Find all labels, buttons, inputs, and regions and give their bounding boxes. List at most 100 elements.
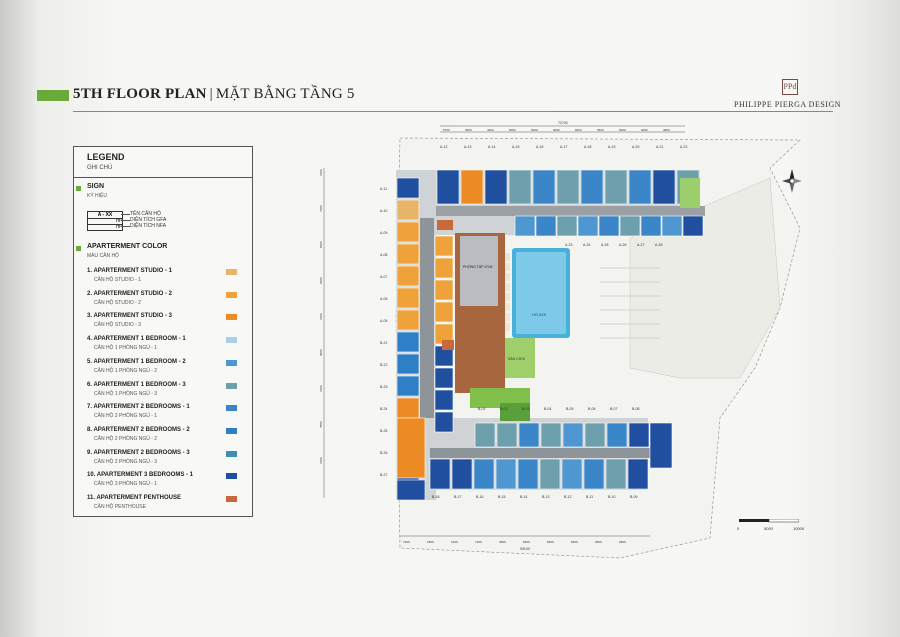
apartment-unit <box>434 367 454 389</box>
left-dimension: 6000 <box>319 349 323 356</box>
sign-section-title: SIGN <box>87 183 105 190</box>
legend-item-subtitle: CĂN HỘ STUDIO - 1 <box>94 277 141 283</box>
legend-item-subtitle: CĂN HỘ STUDIO - 2 <box>94 299 141 306</box>
apartment-unit <box>583 458 605 490</box>
left-dimension: 7800 <box>319 421 323 428</box>
unit-tag: B-04 <box>544 407 551 411</box>
sign-section-marker <box>76 186 81 191</box>
apartment-unit <box>396 287 420 309</box>
title-accent-bar <box>37 90 69 101</box>
legend-subtitle: GHI CHÚ <box>87 165 113 171</box>
legend-item-name: 6. APARTERMENT 1 BEDROOM - 3 <box>87 381 186 388</box>
apartment-unit <box>652 169 676 205</box>
unit-tag: B-24 <box>380 407 387 411</box>
brand-logo-icon: PPd <box>782 79 798 95</box>
apartment-unit <box>396 177 420 199</box>
unit-tag: B-06 <box>588 407 595 411</box>
sign-section-subtitle: KÝ HIỆU <box>87 193 108 199</box>
apartment-unit <box>396 309 420 331</box>
unit-tag: A-11 <box>380 187 387 191</box>
bottom-dimension: 3900 <box>499 540 506 544</box>
unit-tag: B-11 <box>586 495 593 499</box>
unit-tag: B-09 <box>630 495 637 499</box>
lounger <box>505 263 510 271</box>
top-dimension: 6000 <box>641 128 648 132</box>
scale-label-10000: 10000 <box>793 526 805 531</box>
legend-color-swatch <box>226 314 237 321</box>
left-dimension: 7200 <box>319 169 323 176</box>
legend-item-subtitle: CĂN HỘ 2 PHÒNG NGỦ - 3 <box>94 458 158 465</box>
apartment-unit <box>540 422 562 448</box>
apartment-unit <box>396 265 420 287</box>
unit-tag: A-28 <box>655 243 662 247</box>
unit-tag: A-15 <box>512 145 519 149</box>
legend-color-swatch <box>226 473 237 480</box>
apartment-unit <box>442 340 454 350</box>
lounger <box>505 283 510 291</box>
top-dimension: 4200 <box>487 128 494 132</box>
sign-label-nfa: DIỆN TÍCH NFA <box>130 223 167 229</box>
top-dimension: 6000 <box>531 128 538 132</box>
unit-tag: A-21 <box>656 145 663 149</box>
apartment-unit <box>434 411 454 433</box>
unit-tag: A-24 <box>583 243 590 247</box>
legend-item-name: 2. APARTERMENT STUDIO - 2 <box>87 290 173 297</box>
apartment-unit <box>484 169 508 205</box>
unit-tag: B-10 <box>608 495 615 499</box>
sign-sample-box: A - XX m² m² <box>87 211 123 231</box>
sign-leader-3 <box>121 226 130 227</box>
legend-item-name: 9. APARTERMENT 2 BEDROOMS - 3 <box>87 449 190 456</box>
sign-leader-2 <box>121 220 130 221</box>
left-dimension: 7200 <box>319 385 323 392</box>
apartment-unit <box>561 458 583 490</box>
north-arrow-icon <box>782 169 802 193</box>
apartment-unit <box>598 215 620 237</box>
color-section-marker <box>76 246 81 251</box>
title-vietnamese: MẶT BẰNG TẦNG 5 <box>215 86 355 102</box>
apartment-unit <box>473 458 495 490</box>
garden-area <box>505 338 535 378</box>
bottom-total-dimension: 99100 <box>520 547 530 551</box>
sign-label-gfa: DIỆN TÍCH GFA <box>130 217 167 223</box>
color-section-subtitle: MÀU CĂN HỘ <box>87 253 119 259</box>
top-dimension: 6000 <box>553 128 560 132</box>
legend-item-name: 11. APARTERMENT PENTHOUSE <box>87 495 182 501</box>
unit-tag: A-27 <box>637 243 644 247</box>
apartment-unit <box>434 389 454 411</box>
apartment-unit <box>556 215 578 237</box>
unit-tag: A-09 <box>380 231 387 235</box>
bottom-dimension: 5100 <box>451 540 458 544</box>
apartment-unit <box>584 422 606 448</box>
left-dimension: 7200 <box>319 457 323 464</box>
green-patch <box>680 178 700 208</box>
legend-item-name: 7. APARTERMENT 2 BEDROOMS - 1 <box>87 404 190 411</box>
apartment-unit <box>496 422 518 448</box>
unit-tag: B-23 <box>380 385 387 389</box>
legend-item-subtitle: CĂN HỘ PENTHOUSE <box>94 504 146 510</box>
unit-tag: A-13 <box>464 145 471 149</box>
legend-title: LEGEND <box>87 152 125 162</box>
legend-item-subtitle: CĂN HỘ 3 PHÒNG NGỦ - 1 <box>94 481 158 488</box>
unit-tag: B-03 <box>522 407 529 411</box>
legend-item-subtitle: CĂN HỘ 1 PHÒNG NGỦ - 1 <box>94 345 158 352</box>
legend-color-swatch <box>226 427 237 434</box>
unit-tag: B-14 <box>520 495 527 499</box>
bottom-dimension: 1800 <box>427 540 434 544</box>
green-patch <box>500 403 530 421</box>
apartment-unit <box>460 169 484 205</box>
unit-tag: B-25 <box>380 429 387 433</box>
apartment-unit <box>396 417 426 479</box>
unit-tag: A-05 <box>380 319 387 323</box>
unit-tag: B-02 <box>500 407 507 411</box>
bottom-dimension: 8400 <box>547 540 554 544</box>
apartment-unit <box>434 257 454 279</box>
unit-tag: B-17 <box>454 495 461 499</box>
apartment-unit <box>434 301 454 323</box>
unit-tag: A-19 <box>608 145 615 149</box>
unit-tag: A-22 <box>680 145 687 149</box>
top-dimension: 3500 <box>465 128 472 132</box>
apartment-unit <box>437 220 453 230</box>
unit-tag: B-13 <box>542 495 549 499</box>
unit-tag: B-01 <box>478 407 485 411</box>
